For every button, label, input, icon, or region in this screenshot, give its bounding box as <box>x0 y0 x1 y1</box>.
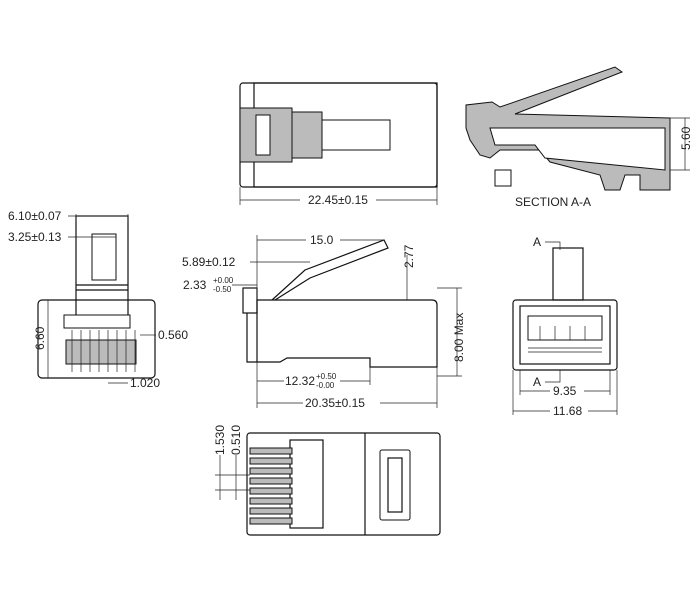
dim-latch-height: 2.77 <box>402 244 416 268</box>
dim-inner-width: 9.35 <box>553 384 577 398</box>
dim-contact-tol-upper: +0.50 <box>316 372 337 381</box>
top-view: 22.45±0.15 <box>239 82 438 207</box>
dim-bottom-wire: 0.510 <box>229 425 243 455</box>
dim-step-tol-upper: +0.00 <box>213 276 234 285</box>
dim-contact-pitch: 1.020 <box>130 376 160 390</box>
contacts <box>65 330 137 372</box>
dim-height-5.60: 5.60 <box>679 126 693 150</box>
dim-latch-pos: 5.89±0.12 <box>182 255 236 269</box>
section-mark-bottom: A <box>533 375 541 389</box>
dim-contact-width: 0.560 <box>158 328 188 342</box>
dim-bottom-pitch: 1.530 <box>213 425 227 455</box>
dim-latch-inner: 3.25±0.13 <box>8 230 62 244</box>
dim-front-height: 6.60 <box>33 326 47 350</box>
dim-max-height: 8.00 Max <box>452 313 466 362</box>
dim-latch-length: 15.0 <box>310 233 334 247</box>
section-title: SECTION A-A <box>515 195 591 209</box>
front-view: 6.10±0.07 3.25±0.13 6.60 0.560 1.020 <box>8 209 188 390</box>
rear-view: A A 9.35 11.68 <box>512 235 618 418</box>
side-view: 15.0 5.89±0.12 2.33 +0.00 -0.50 2.77 8.0… <box>182 233 466 410</box>
contact-slots <box>249 447 293 525</box>
dim-contact-tol-lower: -0.00 <box>316 381 335 390</box>
dim-latch-width: 6.10±0.07 <box>8 209 62 223</box>
dim-step: 2.33 <box>183 278 207 292</box>
dim-contact-length: 12.32 <box>285 374 315 388</box>
section-mark-top: A <box>533 235 541 249</box>
dim-step-tol-lower: -0.50 <box>213 285 232 294</box>
dim-overall-length: 20.35±0.15 <box>305 396 365 410</box>
section-view: 5.60 SECTION A-A <box>465 66 693 209</box>
dim-outer-width: 11.68 <box>553 404 582 418</box>
dim-length-22.45: 22.45±0.15 <box>308 193 368 207</box>
bottom-view: 1.530 0.510 <box>213 425 441 536</box>
